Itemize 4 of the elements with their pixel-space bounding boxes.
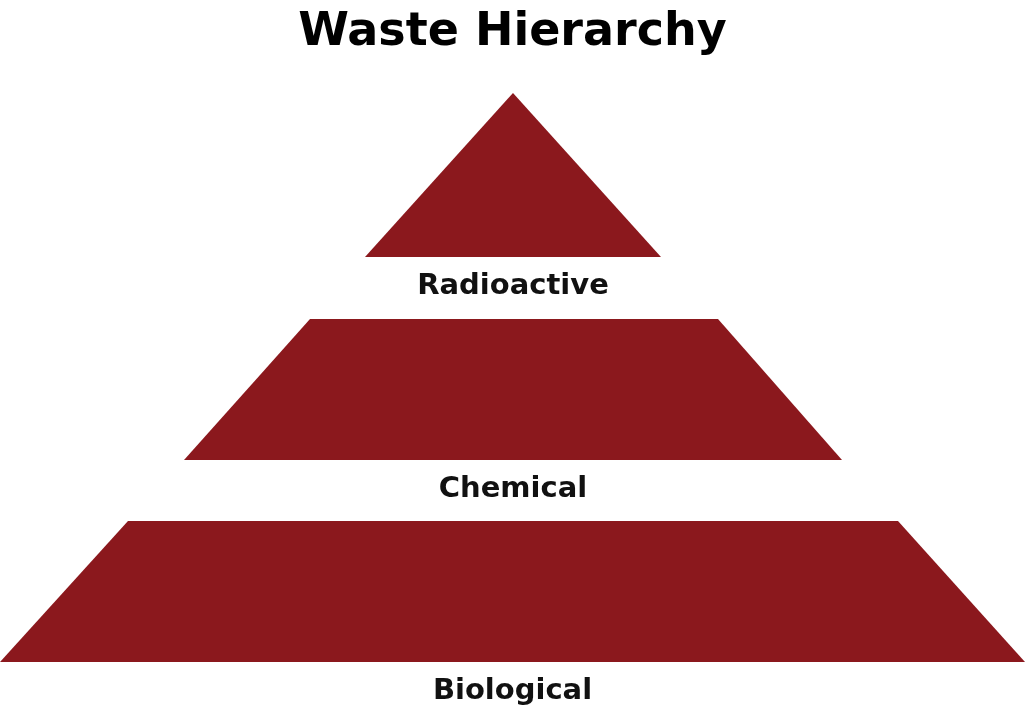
tier-label: Biological (432, 672, 593, 706)
tier-label: Radioactive (417, 267, 609, 301)
tier-label: Chemical (438, 470, 588, 504)
diagram-title: Waste Hierarchy (298, 2, 727, 56)
